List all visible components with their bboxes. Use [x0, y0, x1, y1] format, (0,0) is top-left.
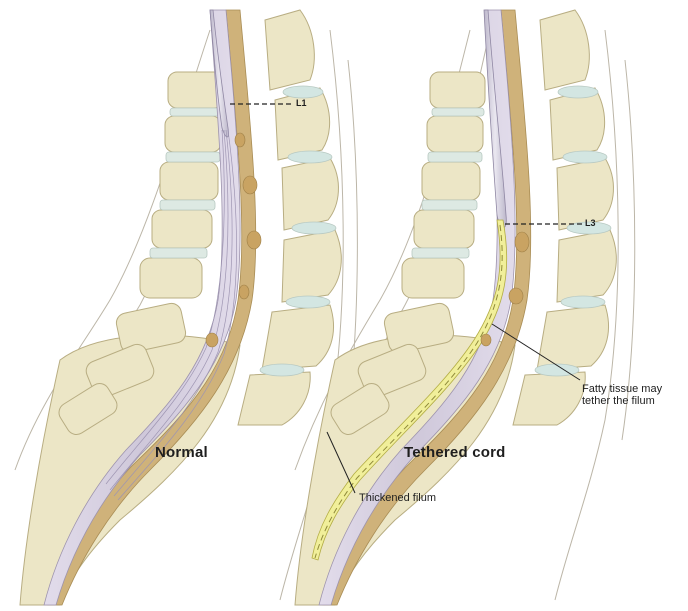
level-label-l1: L1: [296, 98, 307, 108]
tethered-spine-illustration: [295, 10, 635, 605]
vertebra: [152, 210, 212, 248]
vertebra: [165, 116, 221, 152]
vertebra: [160, 162, 218, 200]
callout-fatty-tissue: Fatty tissue may tether the filum: [582, 383, 662, 407]
caption-tethered-cord: Tethered cord: [404, 444, 506, 461]
disc: [166, 152, 220, 162]
callout-fatty-line-2: tether the filum: [582, 395, 662, 407]
level-label-l3: L3: [585, 218, 596, 228]
vertebra: [140, 258, 202, 298]
facet: [283, 86, 323, 98]
callout-fatty-line-1: Fatty tissue may: [582, 383, 662, 395]
disc: [170, 108, 222, 116]
disc: [160, 200, 215, 210]
disc: [150, 248, 207, 258]
caption-normal: Normal: [155, 444, 208, 461]
callout-thickened-filum: Thickened filum: [359, 492, 436, 504]
